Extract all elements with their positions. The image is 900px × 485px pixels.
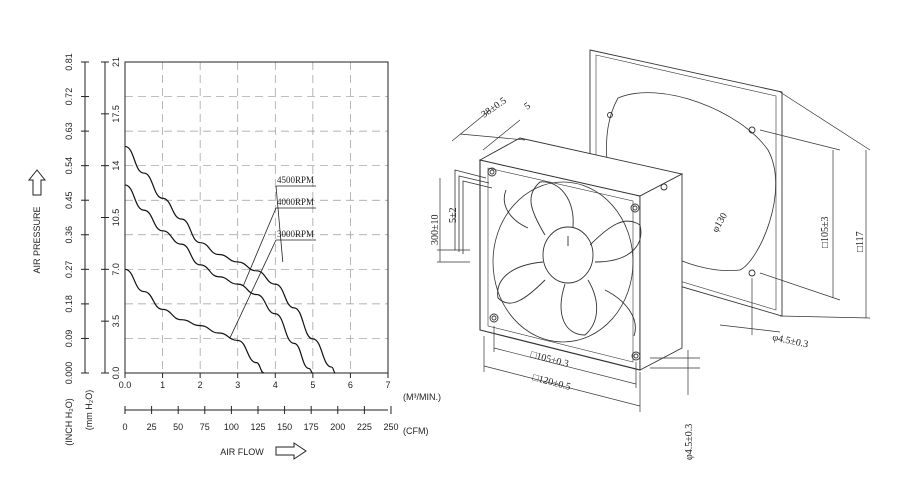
m3-tick-label: 2: [198, 380, 203, 390]
inch-tick-label: 0.72: [64, 88, 74, 106]
m3-unit: (M³/MIN.): [403, 392, 441, 402]
cfm-tick-label: 175: [304, 422, 319, 432]
dim-117: □117: [855, 231, 866, 252]
cfm-tick-label: 0: [122, 422, 127, 432]
dimension-labels: 38±0.5 5 300±10 5±2 □105±3 □117 φ130 φ4.…: [430, 95, 866, 460]
mm-tick-label: 0.0: [111, 367, 121, 380]
fan-body: [454, 137, 684, 371]
mm-tick-label: 17.5: [111, 105, 121, 123]
mm-tick-label: 21: [111, 57, 121, 67]
m3-tick-label: 6: [348, 380, 353, 390]
cfm-tick-label: 25: [147, 422, 157, 432]
dim-120-bottom: □120±0.5: [531, 372, 572, 393]
y-axis-inch: 0.000 0.09 0.18 0.27 0.36 0.45 0.54 0.63 0.72 0.8…: [64, 53, 89, 384]
dim-105-bottom: □105±0.3: [529, 349, 570, 370]
dim-5-top: 5: [522, 101, 532, 113]
dimension-lines: [437, 91, 871, 412]
cfm-tick-label: 125: [250, 422, 265, 432]
dim-45-right: φ4.5±0.3: [771, 332, 809, 350]
leader-line: [275, 185, 284, 262]
inch-tick-label: 0.54: [64, 157, 74, 175]
series-label: 4500RPM: [277, 175, 314, 185]
cfm-tick-label: 100: [224, 422, 239, 432]
air-pressure-label: AIR PRESSURE: [32, 206, 42, 273]
dim-105-side: □105±3: [820, 216, 831, 248]
dim-5-2: 5±2: [448, 208, 459, 224]
dim-38: 38±0.5: [479, 95, 508, 120]
series-4000rpm: [124, 184, 314, 374]
air-flow-label: AIR FLOW: [220, 447, 264, 457]
series-label: 4000RPM: [277, 197, 314, 207]
cfm-tick-label: 250: [383, 422, 398, 432]
inch-tick-label: 0.27: [64, 261, 74, 279]
m3-tick-label: 7: [385, 380, 390, 390]
cfm-tick-label: 225: [357, 422, 372, 432]
inch-tick-label: 0.000: [64, 362, 74, 385]
m3-tick-label: 5: [310, 380, 315, 390]
m3-tick-label: 3: [235, 380, 240, 390]
inch-tick-label: 0.63: [64, 122, 74, 140]
y-axis-mm: 0.0 3.5 7.0 10.5 14 17.5 21: [101, 57, 121, 379]
inch-tick-label: 0.36: [64, 226, 74, 244]
inch-tick-label: 0.81: [64, 53, 74, 71]
arrow-up-icon: [27, 169, 47, 196]
cfm-tick-label: 75: [200, 422, 210, 432]
inch-tick-label: 0.45: [64, 191, 74, 209]
dim-130: φ130: [710, 211, 730, 234]
leader-line: [229, 239, 277, 338]
x-axis-m3: 0.0 1 2 3 4 5 6 7: [119, 373, 391, 390]
dim-300: 300±10: [430, 215, 441, 246]
mm-tick-label: 3.5: [111, 315, 121, 328]
chart-grid: [125, 62, 388, 373]
arrow-right-icon: [275, 442, 307, 460]
mm-tick-label: 7.0: [111, 263, 121, 276]
series-label: 3000RPM: [277, 229, 314, 239]
series-4500rpm: [124, 145, 336, 374]
cfm-tick-label: 200: [330, 422, 345, 432]
series-3000rpm: [124, 268, 265, 374]
pq-curves: [124, 145, 336, 374]
m3-tick-label: 4: [273, 380, 278, 390]
chart-frame: [124, 61, 389, 374]
inch-h2o-unit: (INCH H₂O): [64, 398, 74, 446]
cfm-tick-label: 150: [277, 422, 292, 432]
m3-tick-label: 1: [160, 380, 165, 390]
dim-45-bottom: φ4.5±0.3: [684, 424, 695, 460]
cfm-tick-label: 50: [173, 422, 183, 432]
x-axis-cfm: 0 25 50 75 100 125 150 175 200 225 250: [122, 406, 398, 432]
leader-line: [242, 207, 277, 286]
cfm-unit: (CFM): [403, 426, 429, 436]
mm-tick-label: 10.5: [111, 209, 121, 227]
mm-h2o-unit: (mm H₂O): [84, 390, 94, 430]
mm-tick-label: 14: [111, 161, 121, 171]
m3-tick-label: 0.0: [119, 380, 132, 390]
inch-tick-label: 0.09: [64, 330, 74, 348]
inch-tick-label: 0.18: [64, 295, 74, 313]
curve-labels: 4500RPM 4000RPM 3000RPM: [229, 175, 316, 338]
fan-drawing: [437, 49, 871, 412]
